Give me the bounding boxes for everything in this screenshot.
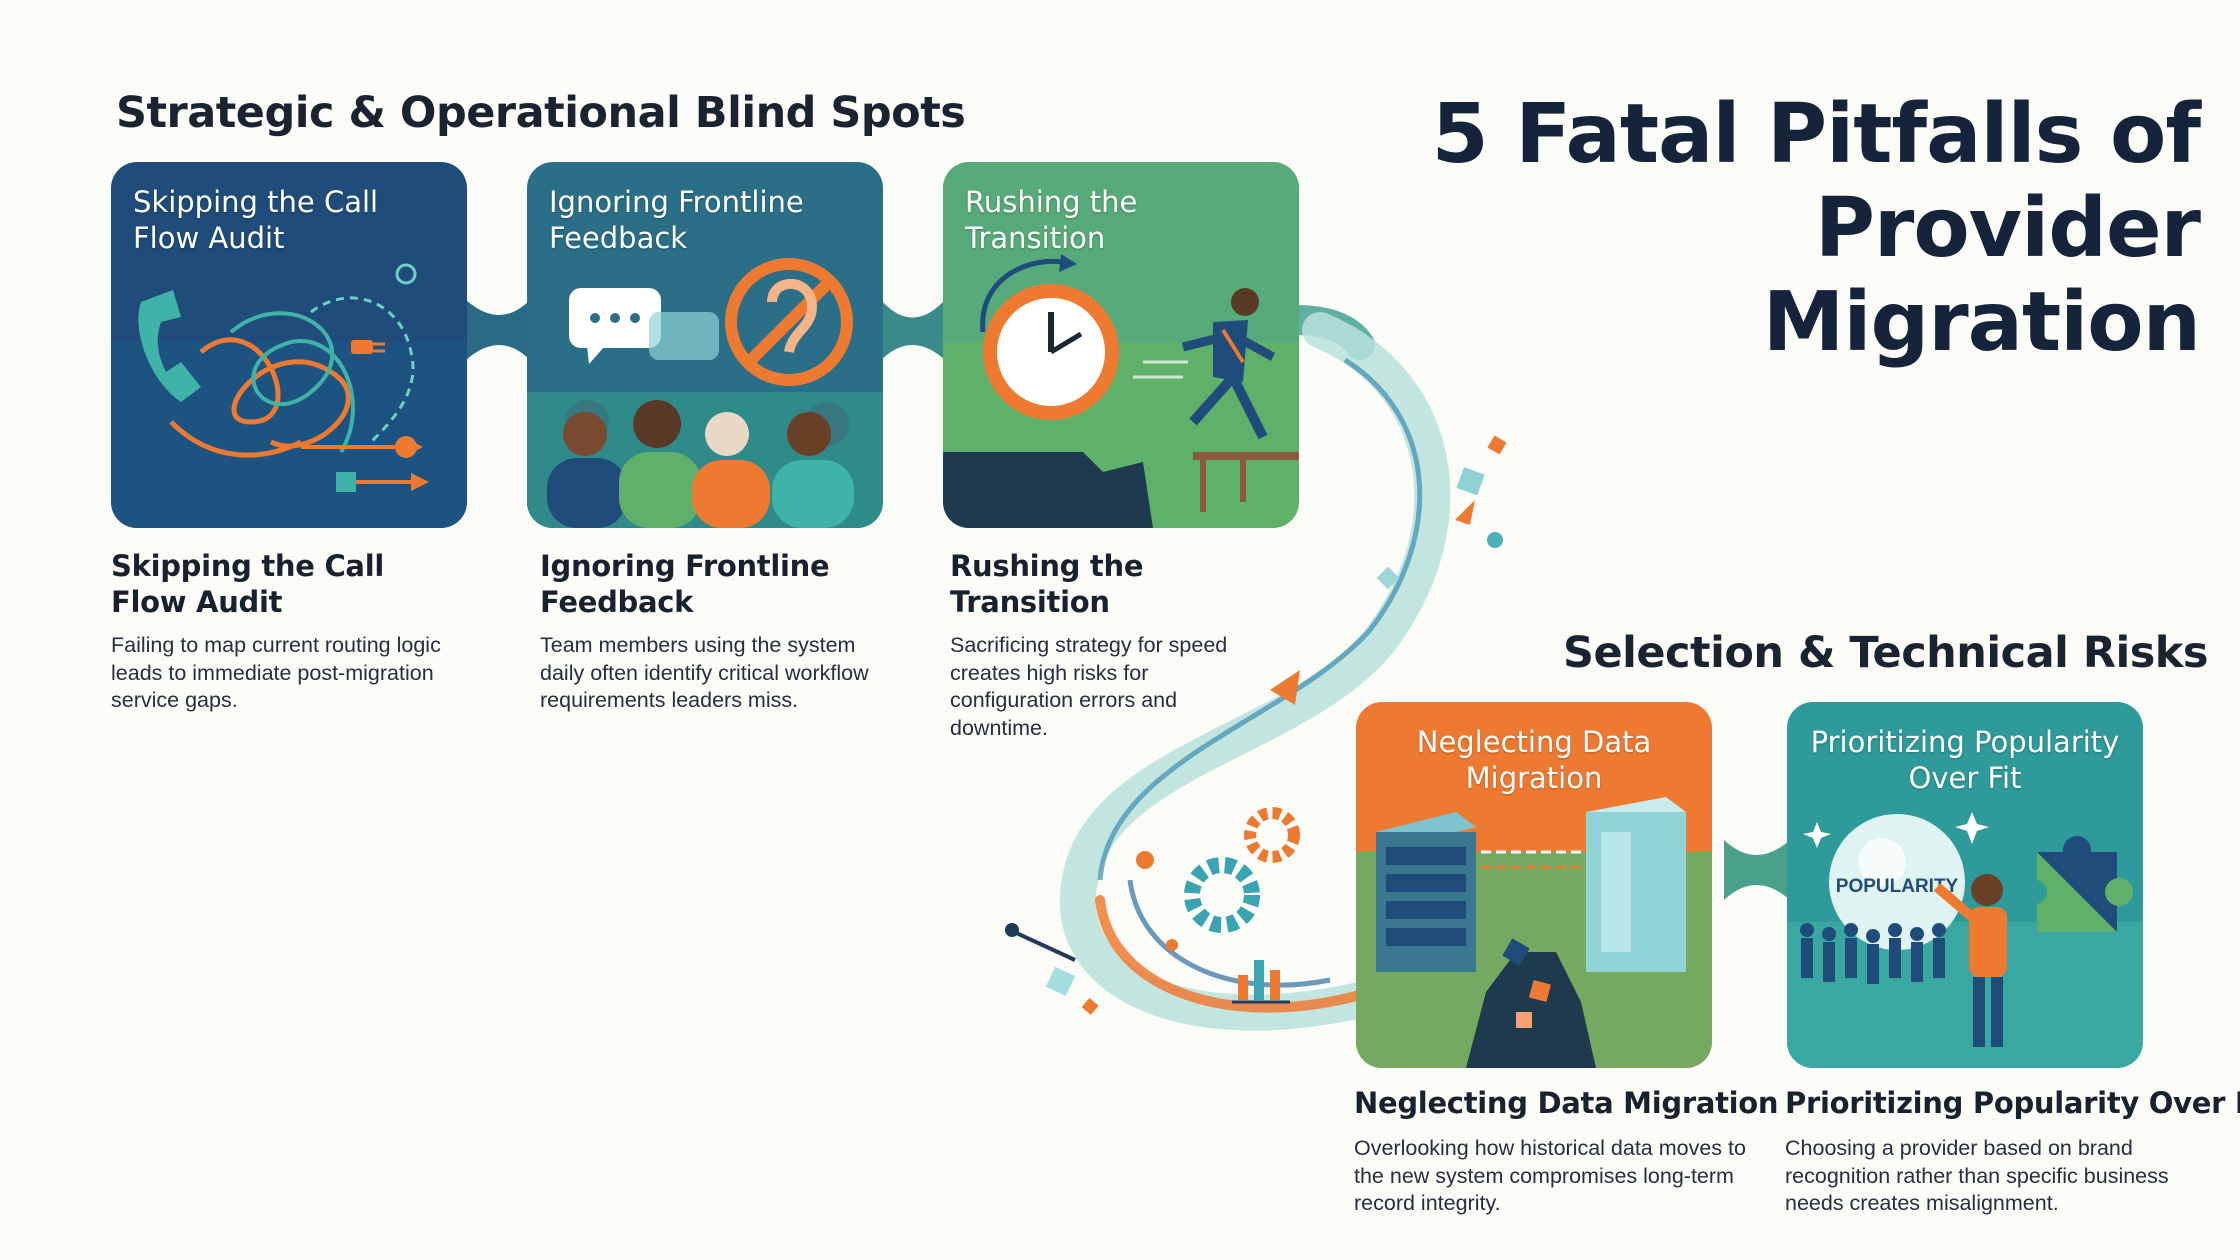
pitfall-card-call-flow-audit: Skipping the Call Flow Audit [111, 162, 467, 528]
popularity-label: POPULARITY [1836, 876, 1959, 897]
pitfall-card-rushing-transition: Rushing the Transition [943, 162, 1299, 528]
pitfall-description-frontline-feedback: Ignoring Frontline Feedback Team members… [540, 548, 890, 715]
server-icon [1376, 812, 1476, 972]
card-title: Prioritizing Popularity Over Fit [1810, 725, 2120, 795]
clock-icon [980, 254, 1119, 420]
pitfall-description-rushing-transition: Rushing the Transition Sacrificing strat… [950, 548, 1270, 742]
plug-icon [351, 340, 385, 354]
pitfall-heading: Skipping the Call Flow Audit [111, 549, 384, 619]
crystal-ball-icon: POPULARITY [1829, 814, 1965, 950]
pitfall-card-popularity-over-fit: POPULARITY Prioritizing Popularity Over … [1787, 702, 2143, 1068]
pitfall-text: Overlooking how historical data moves to… [1354, 1136, 1746, 1215]
section-heading-technical: Selection & Technical Risks [1563, 628, 2209, 678]
pitfall-text: Failing to map current routing logic lea… [111, 633, 441, 712]
pitfall-heading: Prioritizing Popularity Over Fit [1785, 1086, 2240, 1120]
pitfall-heading: Rushing the Transition [950, 549, 1144, 619]
card-title: Rushing the Transition [965, 185, 1138, 255]
pitfall-description-popularity-over-fit: Prioritizing Popularity Over Fit Choosin… [1785, 1085, 2240, 1218]
page-title: 5 Fatal Pitfalls of Provider Migration [1431, 87, 2201, 370]
running-person-icon [1133, 288, 1276, 440]
telephone-icon [138, 290, 201, 402]
pitfall-card-data-migration: Neglecting Data Migration [1356, 702, 1712, 1068]
pitfall-heading: Ignoring Frontline Feedback [540, 549, 830, 619]
card-title: Ignoring Frontline Feedback [549, 185, 804, 255]
pitfall-text: Choosing a provider based on brand recog… [1785, 1136, 2169, 1215]
pitfall-description-call-flow-audit: Skipping the Call Flow Audit Failing to … [111, 548, 451, 715]
section-heading-strategic: Strategic & Operational Blind Spots [116, 88, 966, 138]
card-title: Skipping the Call Flow Audit [133, 185, 379, 255]
pitfall-heading: Neglecting Data Migration [1354, 1086, 1779, 1120]
speech-bubble-icon [569, 288, 719, 364]
pitfall-text: Sacrificing strategy for speed creates h… [950, 633, 1228, 740]
pitfall-text: Team members using the system daily ofte… [540, 633, 869, 712]
no-listening-icon [725, 258, 853, 386]
gear-icon [1184, 857, 1260, 933]
pitfall-card-frontline-feedback: Ignoring Frontline Feedback [527, 162, 883, 528]
pitfall-description-data-migration: Neglecting Data Migration Overlooking ho… [1354, 1085, 1779, 1218]
broken-bridge-icon [1193, 452, 1299, 512]
card-title: Neglecting Data Migration [1416, 725, 1652, 795]
puzzle-piece-icon [2023, 836, 2133, 932]
bar-chart-icon [1232, 960, 1290, 1004]
